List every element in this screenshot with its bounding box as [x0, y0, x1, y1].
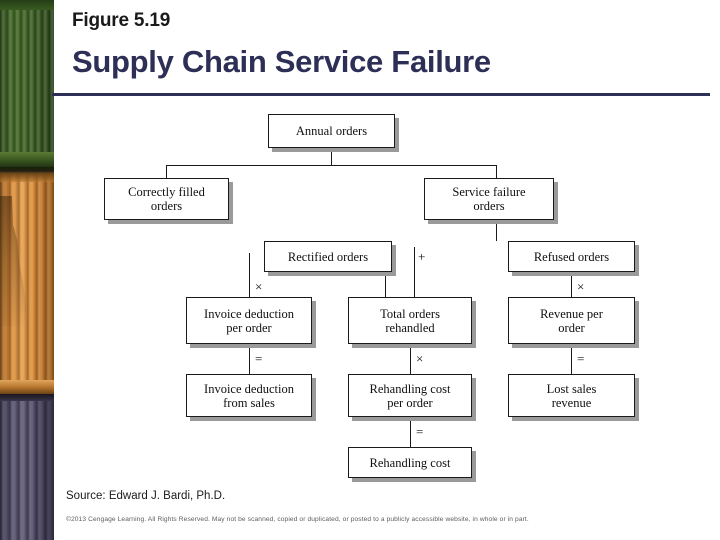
node-service-failure-orders[interactable]: Service failure orders	[424, 178, 554, 220]
connector-to-service-failure	[496, 165, 498, 178]
operator-times-right: ×	[577, 279, 585, 294]
purple-container-shadow	[32, 401, 54, 540]
green-container-lip	[0, 152, 54, 168]
supply-chain-service-failure-flowchart: + × × = × = = Annual orders Correctly fi…	[0, 100, 720, 485]
node-annual-orders[interactable]: Annual orders	[268, 114, 395, 148]
connector-service-failure-down	[496, 216, 498, 241]
node-revenue-per-order[interactable]: Revenue per order	[508, 297, 635, 344]
node-rectified-orders[interactable]: Rectified orders	[264, 241, 392, 272]
connector-refused-to-total	[414, 247, 416, 297]
page-title: Supply Chain Service Failure	[72, 44, 491, 79]
node-invoice-deduction-from-sales[interactable]: Invoice deduction from sales	[186, 374, 312, 417]
connector-total-to-rehandling	[410, 344, 412, 374]
container-gap-upper	[0, 167, 54, 174]
connector-annual-down	[331, 149, 333, 166]
node-correctly-filled-orders[interactable]: Correctly filled orders	[104, 178, 229, 220]
green-container	[0, 0, 54, 168]
container-photo-strip	[0, 0, 54, 540]
connector-refused-spine	[571, 272, 573, 297]
node-refused-orders[interactable]: Refused orders	[508, 241, 635, 272]
container-gap-lower	[0, 394, 54, 402]
source-credit: Source: Edward J. Bardi, Ph.D.	[66, 490, 226, 502]
node-lost-sales-revenue[interactable]: Lost sales revenue	[508, 374, 635, 417]
operator-equals-bottom: =	[416, 424, 424, 439]
connector-rectified-spine	[249, 253, 251, 297]
operator-equals-left: =	[255, 351, 263, 366]
green-container-top	[0, 0, 54, 10]
orange-container-top	[0, 173, 54, 182]
title-divider	[52, 93, 710, 96]
slide-header: Figure 5.19 Supply Chain Service Failure	[0, 0, 720, 96]
connector-invoice-to-invoice	[249, 344, 251, 374]
connector-to-correctly-filled	[166, 165, 168, 178]
orange-container-lip	[0, 380, 54, 395]
purple-container	[0, 401, 54, 540]
operator-times-left: ×	[255, 279, 263, 294]
copyright-text: ©2013 Cengage Learning. All Rights Reser…	[66, 516, 529, 523]
connector-rehandling-to-cost	[410, 417, 412, 447]
node-rehandling-cost[interactable]: Rehandling cost	[348, 447, 472, 478]
operator-plus-left: +	[418, 249, 426, 264]
node-total-orders-rehandled[interactable]: Total orders rehandled	[348, 297, 472, 344]
operator-equals-right: =	[577, 351, 585, 366]
connector-level1-horizontal	[166, 165, 497, 167]
node-rehandling-cost-per-order[interactable]: Rehandling cost per order	[348, 374, 472, 417]
connector-revenue-to-lost	[571, 344, 573, 374]
operator-times-middle: ×	[416, 351, 424, 366]
node-invoice-deduction-per-order[interactable]: Invoice deduction per order	[186, 297, 312, 344]
figure-label: Figure 5.19	[72, 10, 171, 31]
connector-rectified-to-total	[385, 247, 387, 297]
